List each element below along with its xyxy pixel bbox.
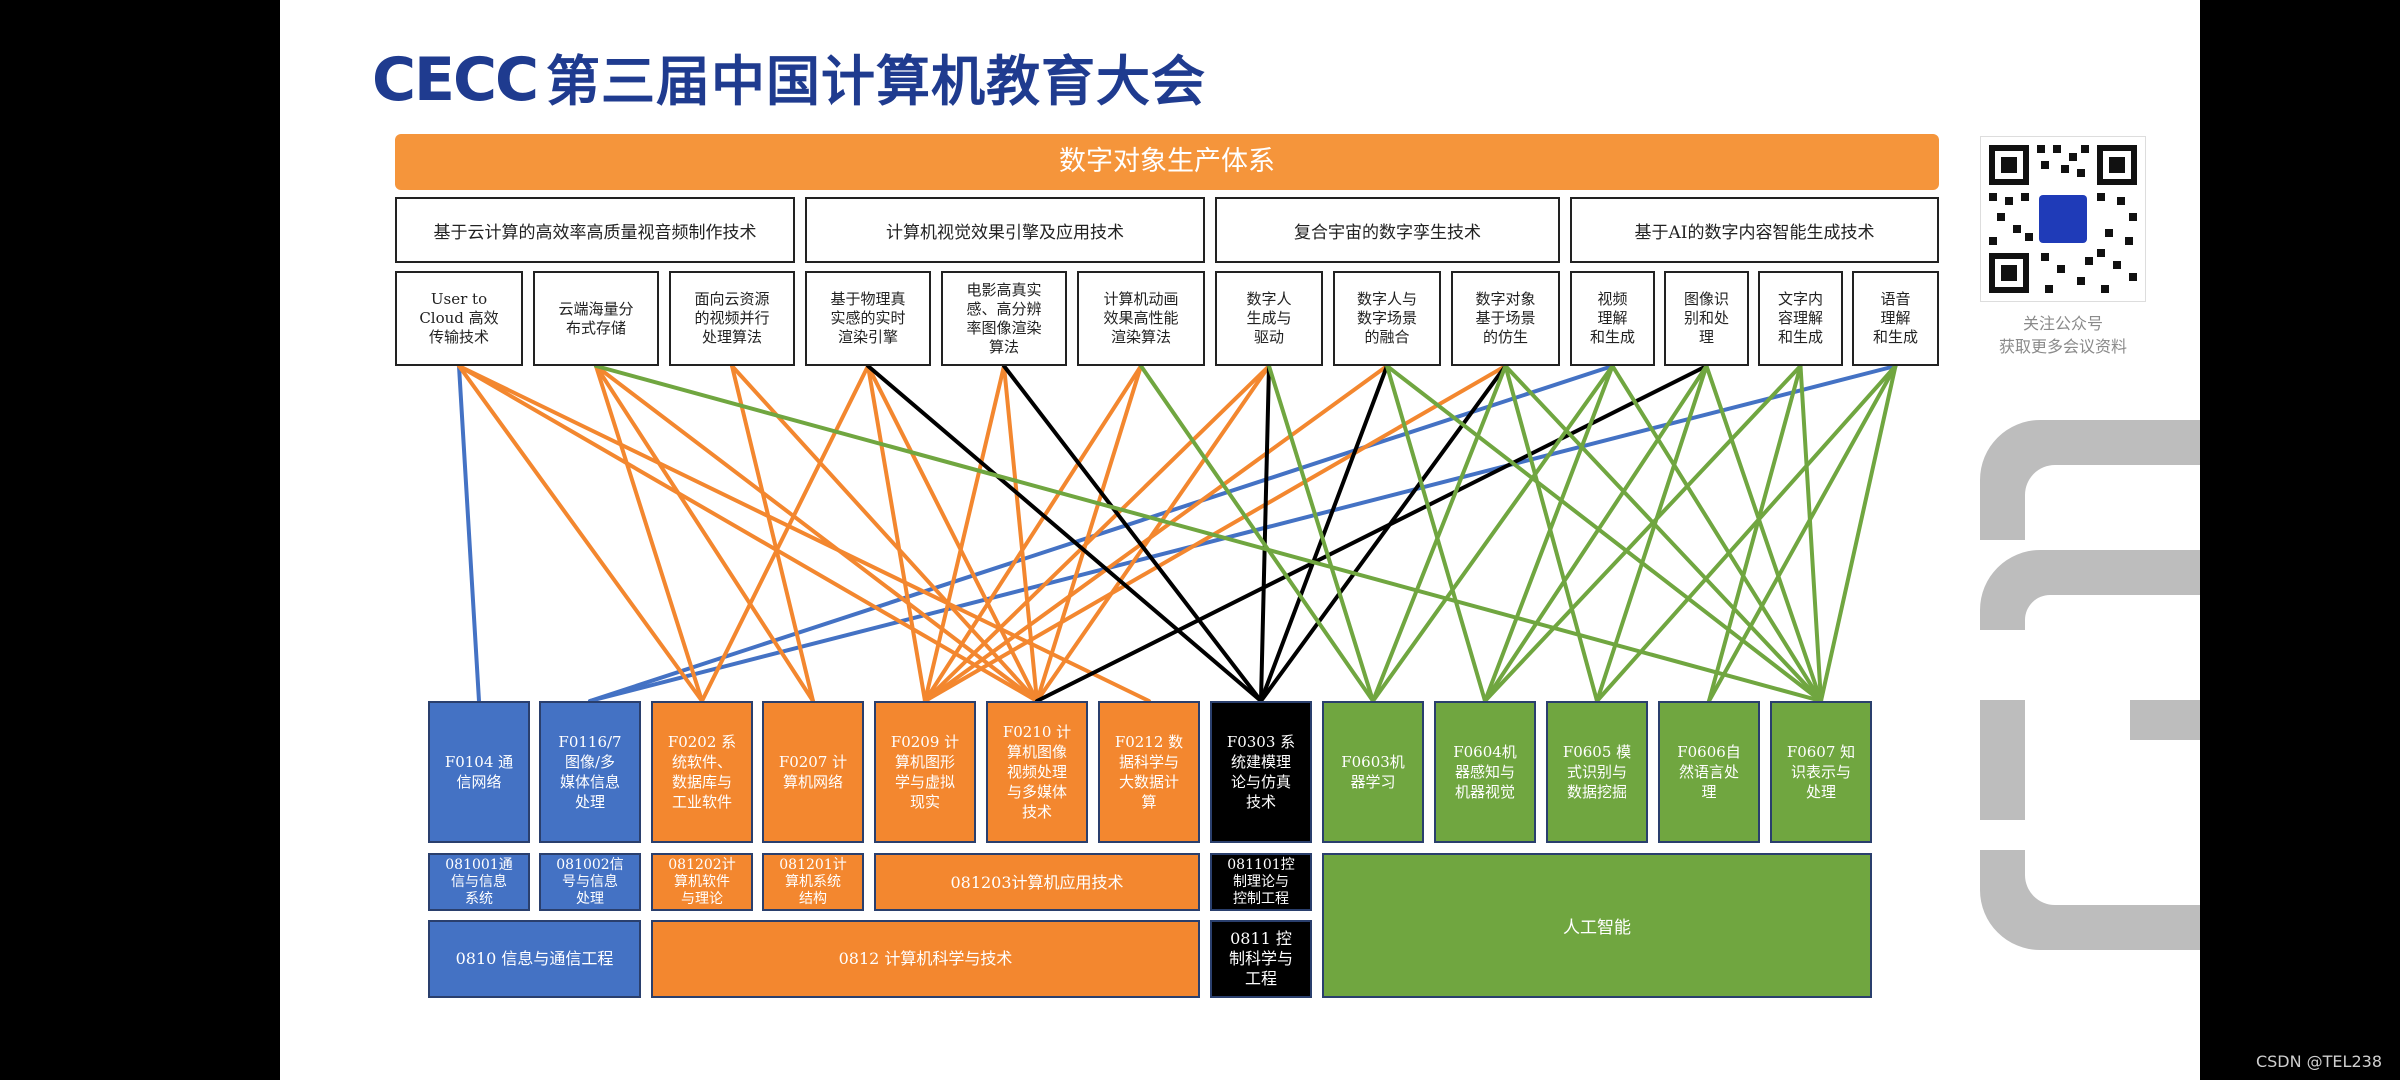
qr-caption: 关注公众号 获取更多会议资料 — [1965, 312, 2161, 358]
category-ai-content: 基于AI的数字内容智能生成技术 — [1570, 197, 1939, 263]
connection-line-orange — [457, 364, 1151, 703]
group-box: 0810 信息与通信工程 — [428, 920, 641, 998]
connection-line-orange — [923, 364, 1006, 703]
connection-line-orange — [923, 364, 1389, 703]
tech-box: 数字人与 数字场景 的融合 — [1333, 271, 1441, 366]
category-vision-engine: 计算机视觉效果引擎及应用技术 — [805, 197, 1205, 263]
tech-box: 图像识 别和处 理 — [1664, 271, 1749, 366]
tech-box: 语音 理解 和生成 — [1852, 271, 1939, 366]
qr-code — [1980, 136, 2146, 302]
connection-line-orange — [594, 364, 1039, 703]
tech-box: 视频 理解 和生成 — [1570, 271, 1655, 366]
tech-box: 电影高真实 感、高分辨 率图像渲染 算法 — [941, 271, 1067, 366]
tech-box: 计算机动画 效果高性能 渲染算法 — [1077, 271, 1205, 366]
subdiscipline-box: 081101控 制理论与 控制工程 — [1210, 853, 1312, 911]
discipline-box: F0303 系 统建模理 论与仿真 技术 — [1210, 701, 1312, 843]
connection-line-blue — [588, 364, 1615, 703]
connection-line-orange — [1035, 364, 1143, 703]
connection-line-black — [1259, 364, 1271, 703]
discipline-box: F0210 计 算机图像 视频处理 与多媒体 技术 — [986, 701, 1088, 843]
connection-line-green — [1483, 364, 1709, 703]
subdiscipline-box: 081201计 算机系统 结构 — [762, 853, 864, 911]
qr-caption-line: 关注公众号 — [2022, 314, 2103, 333]
conference-title: 第三届中国计算机教育大会 — [546, 50, 1206, 113]
connection-line-blue — [457, 364, 481, 703]
subdiscipline-box: 081203计算机应用技术 — [874, 853, 1200, 911]
qr-caption-line: 获取更多会议资料 — [1998, 337, 2127, 356]
connection-line-green — [1704, 364, 1823, 703]
discipline-box: F0606自 然语言处 理 — [1658, 701, 1760, 843]
discipline-box: F0202 系 统软件、 数据库与 工业软件 — [651, 701, 753, 843]
connection-line-orange — [730, 364, 1039, 703]
diagram-banner-title: 数字对象生产体系 — [395, 134, 1939, 190]
subdiscipline-box: 081001通 信与信息 系统 — [428, 853, 530, 911]
category-cloud-av: 基于云计算的高效率高质量视音频制作技术 — [395, 197, 795, 263]
tech-box: User to Cloud 高效 传输技术 — [395, 271, 523, 366]
connection-line-orange — [866, 364, 1039, 703]
tech-box: 云端海量分 布式存储 — [533, 271, 659, 366]
connection-line-black — [1259, 364, 1389, 703]
group-box: 0812 计算机科学与技术 — [651, 920, 1200, 998]
discipline-box: F0116/7 图像/多 媒体信息 处理 — [539, 701, 641, 843]
connection-line-green — [1707, 364, 1898, 703]
connection-line-orange — [457, 364, 704, 703]
connection-line-green — [1371, 364, 1615, 703]
connection-line-green — [1819, 364, 1898, 703]
connection-line-orange — [730, 364, 815, 703]
connection-line-green — [1503, 364, 1823, 703]
connection-line-orange — [923, 364, 1143, 703]
connection-lines — [457, 364, 1898, 703]
discipline-box: F0212 数 据科学与 大数据计 算 — [1098, 701, 1200, 843]
connection-line-orange — [594, 364, 704, 703]
discipline-box: F0207 计 算机网络 — [762, 701, 864, 843]
connection-line-orange — [923, 364, 1271, 703]
subdiscipline-box: 081002信 号与信息 处理 — [539, 853, 641, 911]
connection-line-green — [1385, 364, 1487, 703]
connection-line-green — [1483, 364, 1803, 703]
tech-box: 文字内 容理解 和生成 — [1758, 271, 1843, 366]
connection-line-green — [1503, 364, 1599, 703]
connection-line-orange — [866, 364, 927, 703]
connection-line-black — [1035, 364, 1709, 703]
connection-line-green — [1798, 364, 1823, 703]
cecc-logo: CECC — [372, 45, 539, 115]
discipline-box: F0104 通 信网络 — [428, 701, 530, 843]
tech-box: 数字对象 基于场景 的仿生 — [1451, 271, 1560, 366]
discipline-box: F0604机 器感知与 机器视觉 — [1434, 701, 1536, 843]
connection-line-blue — [588, 364, 1898, 703]
logo-watermark — [1980, 420, 2200, 950]
subdiscipline-ai-box: 人工智能 — [1322, 853, 1872, 998]
subdiscipline-box: 081202计 算机软件 与理论 — [651, 853, 753, 911]
group-box: 0811 控 制科学与 工程 — [1210, 920, 1312, 998]
connection-line-green — [1371, 364, 1508, 703]
discipline-box: F0209 计 算机图形 学与虚拟 现实 — [874, 701, 976, 843]
connection-line-green — [1707, 364, 1803, 703]
discipline-box: F0607 知 识表示与 处理 — [1770, 701, 1872, 843]
connection-line-black — [1002, 364, 1263, 703]
discipline-box: F0605 模 式识别与 数据挖掘 — [1546, 701, 1648, 843]
tech-box: 数字人 生成与 驱动 — [1215, 271, 1323, 366]
connection-line-green — [1483, 364, 1615, 703]
tech-box: 基于物理真 实感的实时 渲染引擎 — [805, 271, 931, 366]
qr-code-pattern — [1989, 145, 2137, 293]
connection-line-green — [1595, 364, 1709, 703]
connection-line-black — [866, 364, 1263, 703]
discipline-box: F0603机 器学习 — [1322, 701, 1424, 843]
connection-line-orange — [1002, 364, 1039, 703]
connection-line-green — [1385, 364, 1823, 703]
presentation-slide: CECC 第三届中国计算机教育大会 数字对象生产体系 基于云计算的高效率高质量视… — [280, 0, 2200, 1080]
connection-line-green — [1610, 364, 1823, 703]
connection-line-orange — [700, 364, 870, 703]
category-digital-twin: 复合宇宙的数字孪生技术 — [1215, 197, 1560, 263]
connection-line-orange — [594, 364, 815, 703]
csdn-watermark: CSDN @TEL238 — [2255, 1052, 2382, 1071]
connection-line-green — [1139, 364, 1375, 703]
connection-line-green — [1595, 364, 1898, 703]
connection-line-black — [1259, 364, 1508, 703]
tech-box: 面向云资源 的视频并行 处理算法 — [669, 271, 795, 366]
connection-line-orange — [457, 364, 1039, 703]
connection-line-green — [1267, 364, 1375, 703]
